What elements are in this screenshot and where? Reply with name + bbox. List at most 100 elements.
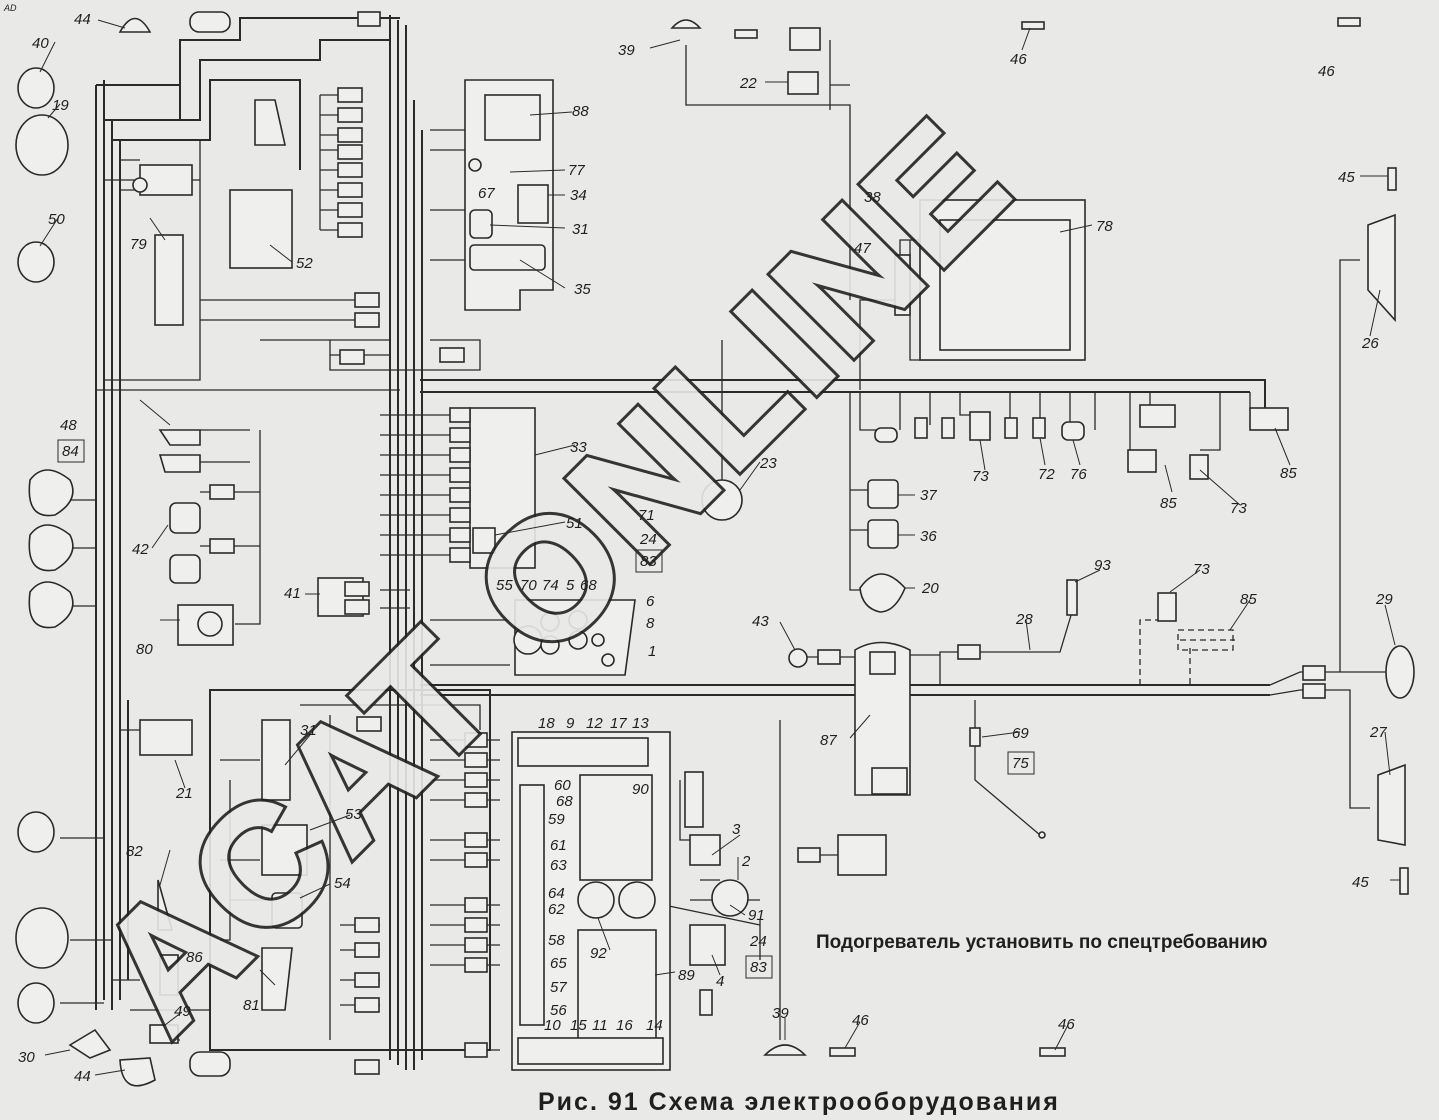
relay-21 — [139, 719, 193, 756]
lamp-23 — [701, 479, 743, 521]
lever-3 — [684, 771, 704, 828]
label-9: 9 — [566, 715, 575, 732]
sensor-73-right — [1189, 454, 1209, 480]
lamp-39-top — [670, 19, 702, 29]
label-51: 51 — [566, 515, 583, 532]
component-lower-right — [837, 834, 887, 876]
connector-85-right — [1249, 407, 1289, 431]
label-29: 29 — [1375, 591, 1393, 608]
label-71: 71 — [638, 507, 655, 524]
connector-49 — [149, 1024, 179, 1044]
label-22: 22 — [739, 75, 757, 92]
label-40: 40 — [32, 35, 49, 52]
connector-85-heater — [1177, 629, 1234, 651]
label-18: 18 — [538, 715, 555, 732]
sensor-69 — [969, 727, 981, 747]
lamp-39-bottom — [763, 1044, 807, 1056]
label-41: 41 — [284, 585, 301, 602]
label-4: 4 — [716, 973, 724, 990]
leader-lines — [39, 19, 1400, 1076]
component-22 — [787, 71, 819, 95]
switch-53 — [261, 824, 308, 876]
label-81: 81 — [243, 997, 260, 1014]
label-box-83 — [745, 955, 773, 979]
lamp-48 — [28, 469, 74, 517]
label-52: 52 — [296, 255, 313, 272]
label-64: 64 — [548, 885, 565, 902]
sensor-93 — [1066, 579, 1078, 616]
sensor-73-heater — [1157, 592, 1177, 622]
label-39: 39 — [772, 1005, 789, 1022]
label-27: 27 — [1369, 724, 1387, 741]
label-62: 62 — [548, 901, 565, 918]
label-24: 24 — [639, 531, 657, 548]
lamp-27 — [1377, 763, 1406, 846]
label-55: 55 — [496, 577, 513, 594]
label-46: 46 — [1318, 63, 1335, 80]
label-31: 31 — [300, 722, 317, 739]
label-91: 91 — [748, 907, 765, 924]
label-70: 70 — [520, 577, 537, 594]
figure-caption: Рис. 91 Схема электрооборудования — [538, 1088, 1060, 1116]
label-76: 76 — [1070, 466, 1087, 483]
lamp-29 — [1385, 645, 1415, 699]
label-box-83 — [635, 549, 663, 573]
label-26: 26 — [1361, 335, 1379, 352]
label-58: 58 — [548, 932, 565, 949]
label-82: 82 — [126, 843, 143, 860]
label-15: 15 — [570, 1017, 587, 1034]
label-47: 47 — [854, 240, 871, 257]
label-12: 12 — [586, 715, 603, 732]
label-23: 23 — [759, 455, 777, 472]
label-67: 67 — [478, 185, 495, 202]
label-39: 39 — [618, 42, 635, 59]
label-box-75 — [1007, 751, 1035, 775]
module-31 — [469, 209, 493, 239]
display-90 — [579, 774, 653, 881]
label-38: 38 — [864, 189, 881, 206]
label-68: 68 — [556, 793, 573, 810]
label-46: 46 — [1010, 51, 1027, 68]
label-box-84 — [57, 439, 85, 463]
label-73: 73 — [972, 468, 989, 485]
label-74: 74 — [542, 577, 559, 594]
label-57: 57 — [550, 979, 567, 996]
lamp-30 — [68, 1028, 112, 1059]
label-83: 83 — [750, 959, 767, 976]
headlamp-19 — [15, 114, 69, 176]
switch-2 — [711, 879, 749, 917]
horn-81 — [261, 947, 293, 1011]
switch-4 — [689, 924, 726, 966]
label-61: 61 — [550, 837, 567, 854]
label-79: 79 — [130, 236, 147, 253]
lamp-40 — [17, 67, 55, 109]
label-63: 63 — [550, 857, 567, 874]
label-14: 14 — [646, 1017, 663, 1034]
display-89 — [577, 929, 657, 1041]
switch-82 — [157, 879, 174, 931]
label-31: 31 — [572, 221, 589, 238]
lamp-left-bottom — [17, 982, 55, 1024]
label-75: 75 — [1012, 755, 1029, 772]
label-92: 92 — [590, 945, 607, 962]
label-10: 10 — [544, 1017, 561, 1034]
corner-tag: AD — [4, 3, 17, 13]
label-36: 36 — [920, 528, 937, 545]
label-44: 44 — [74, 11, 91, 28]
label-21: 21 — [175, 785, 193, 802]
label-28: 28 — [1015, 611, 1033, 628]
label-86: 86 — [186, 949, 203, 966]
label-16: 16 — [616, 1017, 633, 1034]
label-65: 65 — [550, 955, 567, 972]
label-19: 19 — [52, 97, 69, 114]
label-73: 73 — [1230, 500, 1247, 517]
label-30: 30 — [18, 1049, 35, 1066]
label-84: 84 — [62, 443, 79, 460]
label-33: 33 — [570, 439, 587, 456]
label-5: 5 — [566, 577, 575, 594]
label-8: 8 — [646, 615, 655, 632]
relay-86 — [159, 954, 179, 996]
horn-42 — [169, 502, 201, 534]
label-83: 83 — [640, 553, 657, 570]
